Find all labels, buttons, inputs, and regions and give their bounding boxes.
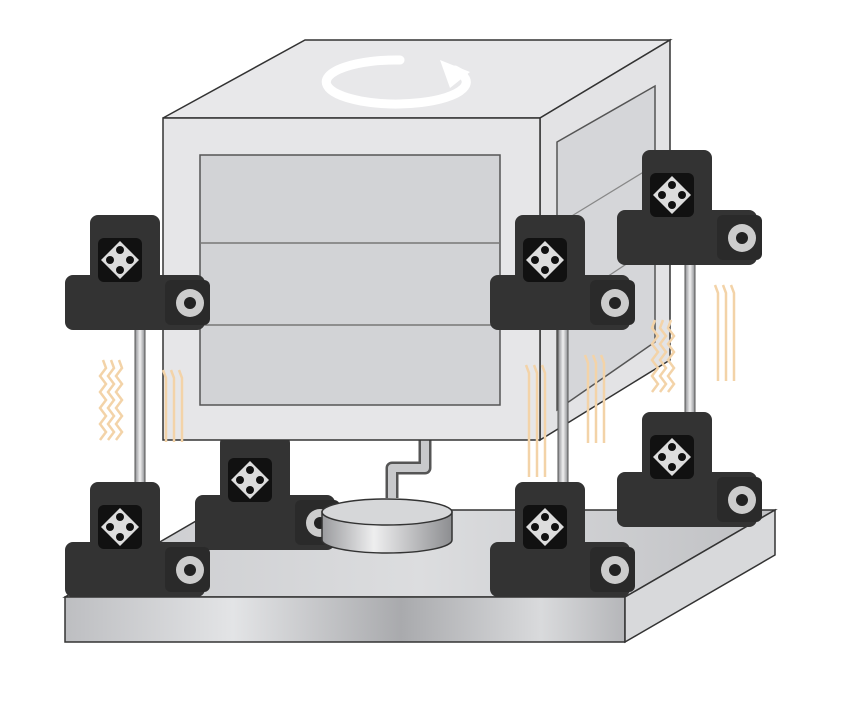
- actuator-rod: [134, 324, 146, 496]
- vibration-lines: [98, 359, 124, 441]
- actuator-connector-icon: [650, 435, 694, 479]
- motor: [321, 440, 453, 554]
- actuator: [490, 482, 635, 597]
- actuator-connector-icon: [650, 173, 694, 217]
- actuator: [617, 412, 762, 527]
- actuator-connector-icon: [523, 238, 567, 282]
- actuator-connector-icon: [228, 458, 272, 502]
- vibration-lines: [650, 319, 676, 393]
- rotation-arrow-icon: [321, 55, 471, 109]
- actuator-connector-icon: [98, 238, 142, 282]
- actuator-connector-icon: [523, 505, 567, 549]
- actuator: [65, 482, 210, 597]
- actuator-connector-icon: [98, 505, 142, 549]
- test-cube: [162, 38, 673, 442]
- actuator: [65, 215, 210, 330]
- actuator-rod: [557, 324, 569, 496]
- actuator: [195, 435, 340, 550]
- actuator: [617, 150, 762, 265]
- vibration-lines: [161, 369, 184, 442]
- vibration-lines: [524, 364, 547, 477]
- actuator-rod: [684, 259, 696, 426]
- vibration-lines: [583, 354, 606, 443]
- vibration-lines: [713, 284, 736, 381]
- actuator: [490, 215, 635, 330]
